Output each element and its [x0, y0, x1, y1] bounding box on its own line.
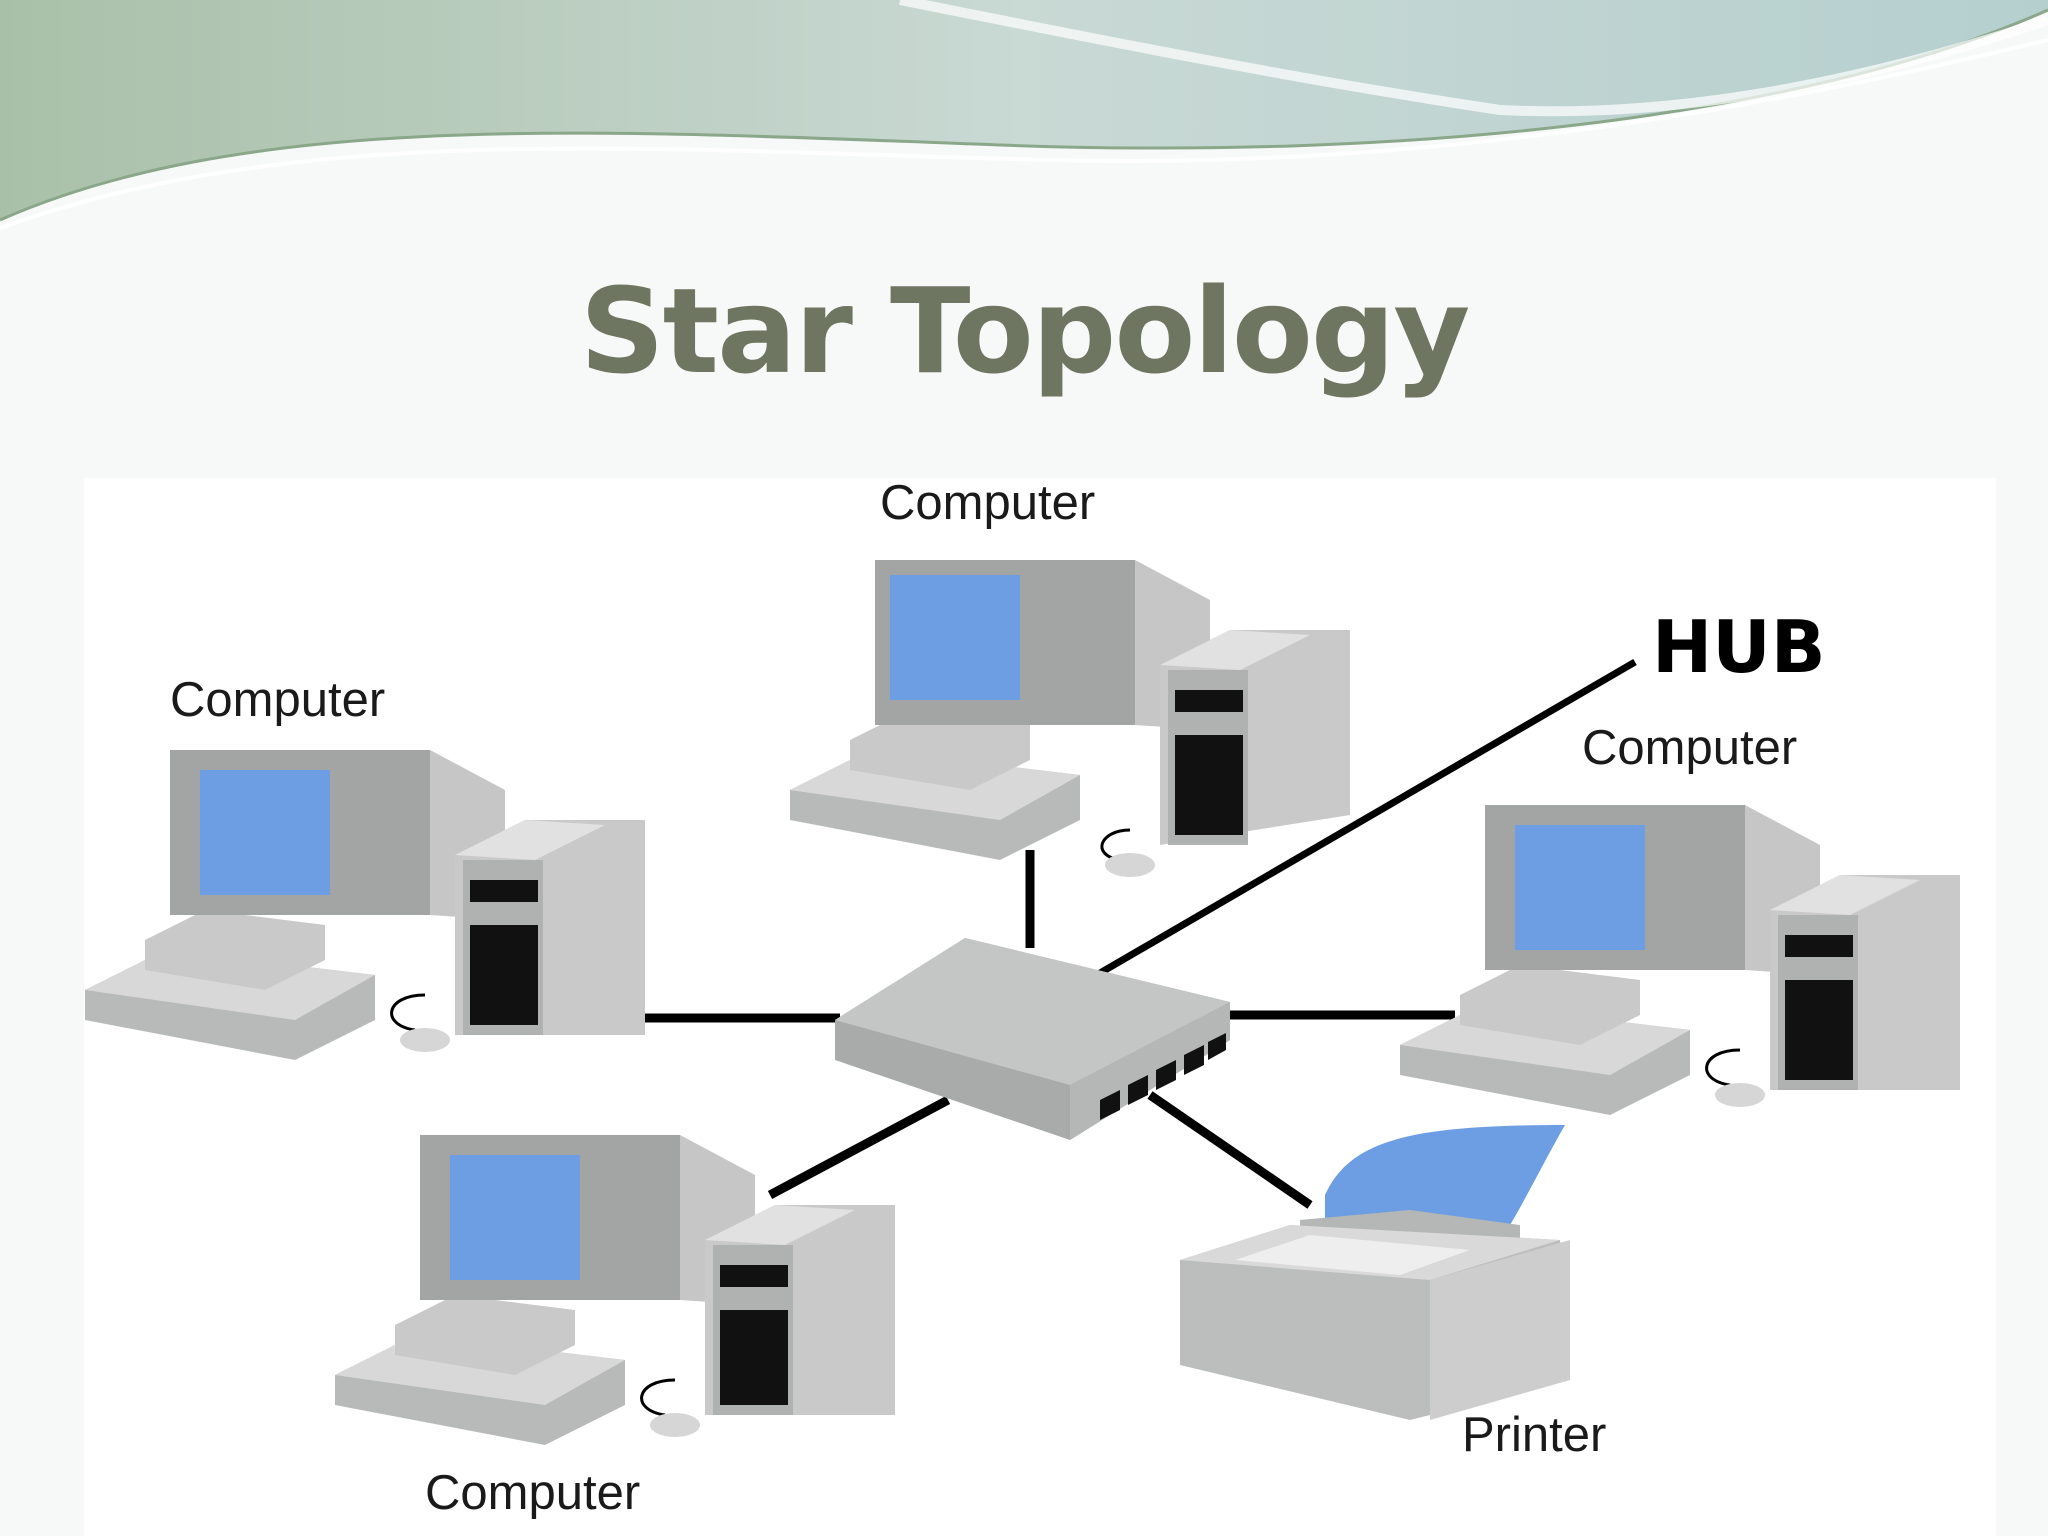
printer-icon — [1180, 1125, 1570, 1420]
cable-to-printer — [1147, 1091, 1313, 1209]
computer-icon-top — [790, 560, 1350, 877]
node-label-top: Computer — [880, 476, 1096, 530]
computer-icon-right — [1400, 805, 1960, 1115]
cables — [625, 658, 1637, 1209]
hub-icon — [835, 938, 1230, 1140]
computer-icon-left — [85, 750, 645, 1060]
hub-label: HUB — [1652, 605, 1826, 689]
hub-pointer-line — [1043, 658, 1637, 1009]
header-wave-decoration — [0, 0, 2048, 230]
node-label-left: Computer — [170, 673, 386, 727]
slide-title: Star Topology — [579, 262, 1471, 400]
node-label-right: Computer — [1582, 721, 1798, 775]
node-label-printer: Printer — [1462, 1408, 1607, 1462]
cable-to-bottom-left-computer — [767, 1096, 951, 1199]
computer-icon-bottom-left — [335, 1135, 895, 1445]
node-label-bottom-left: Computer — [425, 1466, 641, 1520]
